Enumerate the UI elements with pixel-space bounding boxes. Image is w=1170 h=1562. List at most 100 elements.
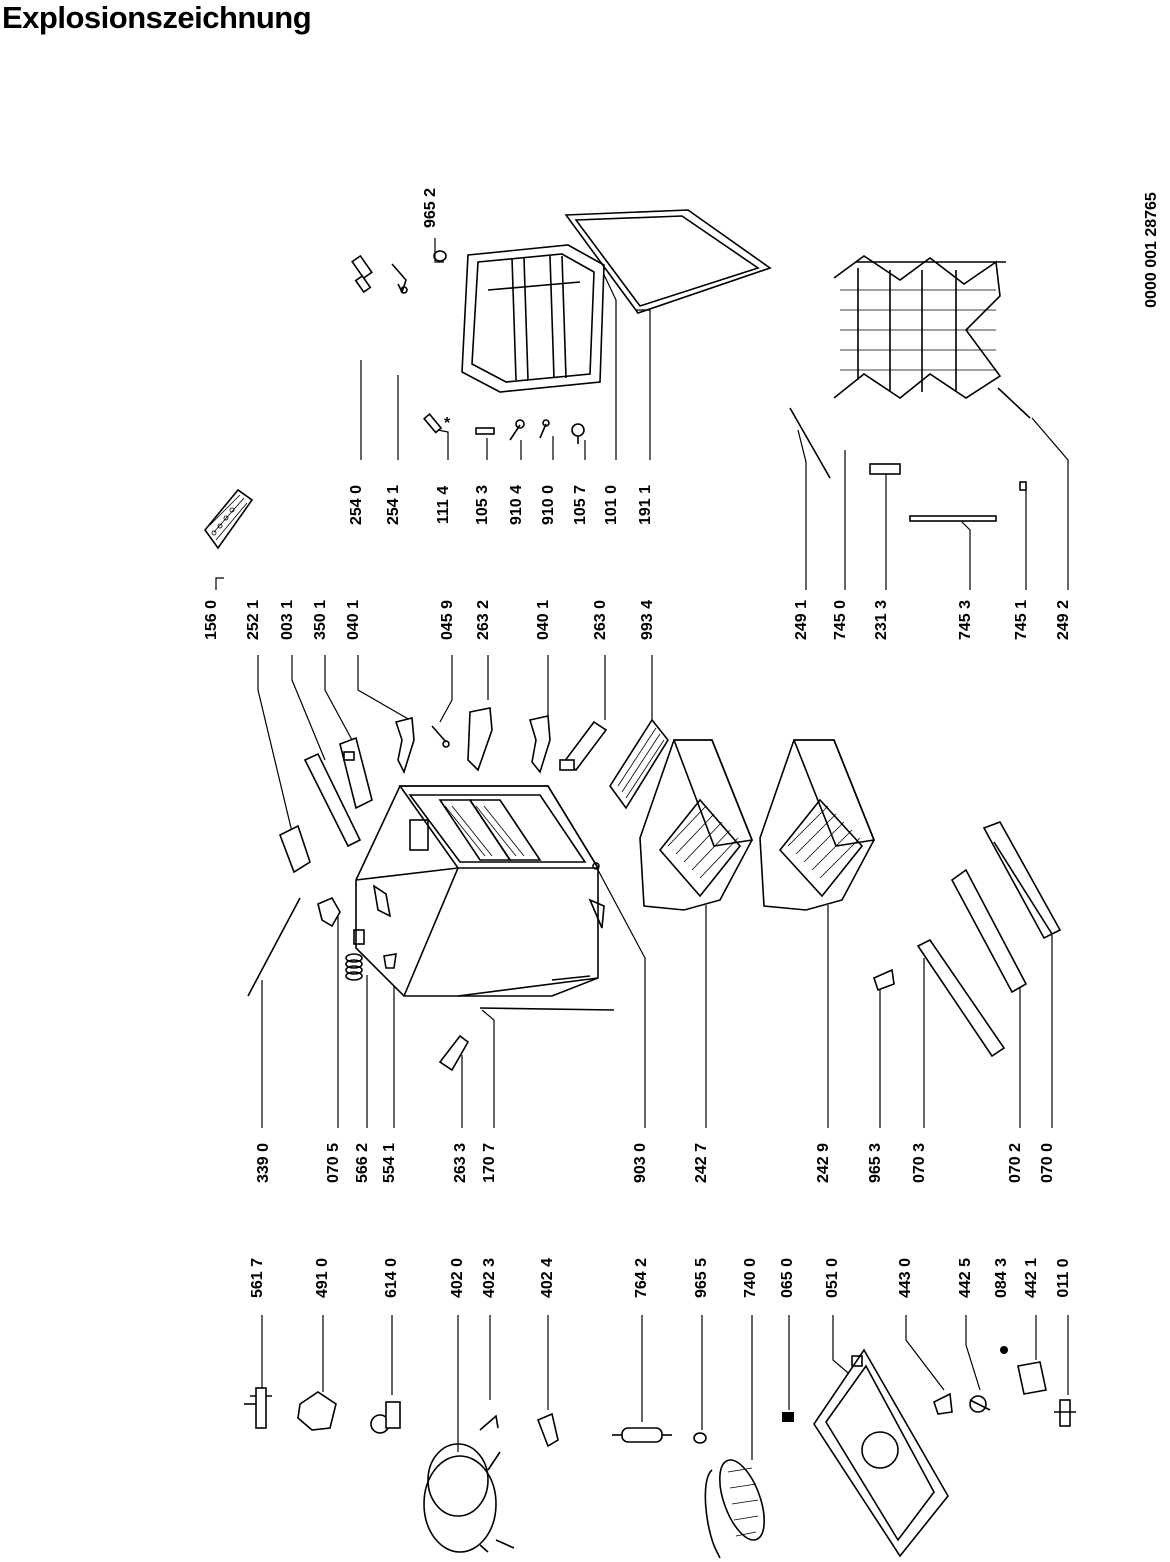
- callout-c-9100: 910 0: [540, 485, 557, 525]
- callout-c-5617: 561 7: [249, 1258, 266, 1298]
- part-4023: [479, 1414, 499, 1431]
- callout-c-4430: 443 0: [897, 1258, 914, 1298]
- part-3501: [339, 736, 373, 810]
- part-hinge-2540: [351, 254, 373, 294]
- leader-lines: [215, 238, 1069, 1460]
- callout-c-7451: 745 1: [1013, 600, 1030, 640]
- callout-c-6140: 614 0: [383, 1258, 400, 1298]
- part-tube-3390: [247, 897, 301, 997]
- callout-labels: 965 2 254 0 254 1 111 4 105 3 910 4 910 …: [203, 188, 1072, 1298]
- part-drawer-2429: [759, 739, 876, 911]
- part-small-1053: [475, 427, 495, 435]
- callout-c-3501: 350 1: [312, 600, 329, 640]
- part-base-0510: [813, 1348, 949, 1558]
- part-capacitor-7642: [612, 1427, 672, 1443]
- part-hinge-2541: [391, 263, 408, 295]
- callout-c-0703: 070 3: [911, 1143, 928, 1183]
- part-0703: [916, 938, 1006, 1058]
- part-4024: [536, 1412, 559, 1448]
- part-9655: [693, 1432, 707, 1444]
- part-0031: [303, 752, 362, 848]
- part-compressor-4020: [423, 1443, 515, 1553]
- callout-c-9652: 965 2: [422, 188, 439, 228]
- part-4910: [297, 1391, 337, 1431]
- callout-c-1114: 111 4: [435, 486, 452, 524]
- part-screw-9104: [509, 419, 525, 441]
- callout-c-0650: 065 0: [779, 1258, 796, 1298]
- callout-c-4024: 402 4: [539, 1258, 556, 1298]
- asterisk-note: *: [444, 415, 451, 432]
- callout-c-9934: 993 4: [639, 600, 656, 640]
- callout-c-2429: 242 9: [815, 1143, 832, 1183]
- callout-c-0700: 070 0: [1039, 1143, 1056, 1183]
- callout-c-1911: 191 1: [637, 485, 654, 525]
- part-racks-7450: [833, 255, 1006, 399]
- callout-c-0510: 051 0: [824, 1258, 841, 1298]
- part-bar-2630: [559, 720, 608, 772]
- callout-c-2427: 242 7: [693, 1143, 710, 1183]
- part-foot-1057: [571, 423, 585, 444]
- callout-c-7450: 745 0: [832, 600, 849, 640]
- callout-c-1010: 101 0: [603, 485, 620, 525]
- part-0705: [317, 896, 341, 928]
- part-2632: [467, 707, 493, 772]
- callout-c-4020: 402 0: [449, 1258, 466, 1298]
- callout-c-4910: 491 0: [314, 1258, 331, 1298]
- callout-c-1053: 105 3: [474, 485, 491, 525]
- callout-c-0401a: 040 1: [345, 600, 362, 640]
- part-bar-7453: [909, 515, 997, 522]
- part-hinge-0401b: [528, 715, 551, 774]
- part-9030: [592, 862, 600, 870]
- callout-c-0459: 045 9: [439, 600, 456, 640]
- part-0700: [982, 821, 1062, 940]
- part-0702: [950, 868, 1028, 994]
- callout-c-2630: 263 0: [592, 600, 609, 640]
- callout-c-3390: 339 0: [255, 1143, 272, 1183]
- part-2521: [278, 824, 311, 874]
- part-5541: [383, 953, 397, 969]
- part-drawer-2427: [639, 739, 754, 911]
- part-cabinet: [355, 785, 605, 997]
- callout-c-9653: 965 3: [867, 1143, 884, 1183]
- callout-c-7642: 764 2: [633, 1258, 650, 1298]
- callout-c-0702: 070 2: [1007, 1143, 1024, 1183]
- part-2633: [438, 1034, 470, 1072]
- callout-c-5662: 566 2: [354, 1143, 371, 1183]
- callout-c-0843: 084 3: [993, 1258, 1010, 1298]
- callout-c-2541: 254 1: [385, 485, 402, 525]
- callout-c-2491: 249 1: [793, 600, 810, 640]
- callout-c-2632: 263 2: [475, 600, 492, 640]
- callout-c-2492: 249 2: [1055, 600, 1072, 640]
- part-relay-6140: [370, 1401, 401, 1434]
- part-condenser-7400: [704, 1459, 765, 1559]
- callout-c-2521: 252 1: [245, 600, 262, 640]
- part-rod-2492: [997, 387, 1031, 419]
- part-door-1010: [461, 244, 605, 393]
- part-gasket-1911: [564, 209, 772, 314]
- callout-c-0110: 011 0: [1055, 1258, 1072, 1297]
- callout-c-7400: 740 0: [742, 1258, 759, 1298]
- part-0650: [782, 1412, 794, 1422]
- part-rod-2491: [789, 407, 831, 479]
- callout-c-0031: 003 1: [279, 600, 296, 640]
- callout-c-4023: 402 3: [481, 1258, 498, 1298]
- part-ice-tray-1560: [203, 488, 254, 550]
- part-knob-9652: [433, 250, 447, 262]
- callout-c-9030: 903 0: [632, 1143, 649, 1183]
- callout-c-9104: 910 4: [508, 485, 525, 525]
- callout-c-4421: 442 1: [1023, 1258, 1040, 1298]
- callout-c-0401b: 040 1: [535, 600, 552, 640]
- callout-c-5541: 554 1: [381, 1143, 398, 1183]
- part-small-1114: [423, 413, 443, 434]
- part-4421: [1017, 1361, 1047, 1395]
- callout-c-2313: 231 3: [873, 600, 890, 640]
- callout-c-9655: 965 5: [693, 1258, 710, 1298]
- part-spring-5662: [345, 929, 365, 981]
- part-bar-1707: [479, 1007, 615, 1011]
- page-title: Explosionszeichnung: [2, 0, 312, 35]
- callout-c-1707: 170 7: [481, 1143, 498, 1183]
- callout-c-4425: 442 5: [957, 1258, 974, 1298]
- part-4430: [933, 1392, 953, 1415]
- part-grille-9934: [609, 718, 669, 810]
